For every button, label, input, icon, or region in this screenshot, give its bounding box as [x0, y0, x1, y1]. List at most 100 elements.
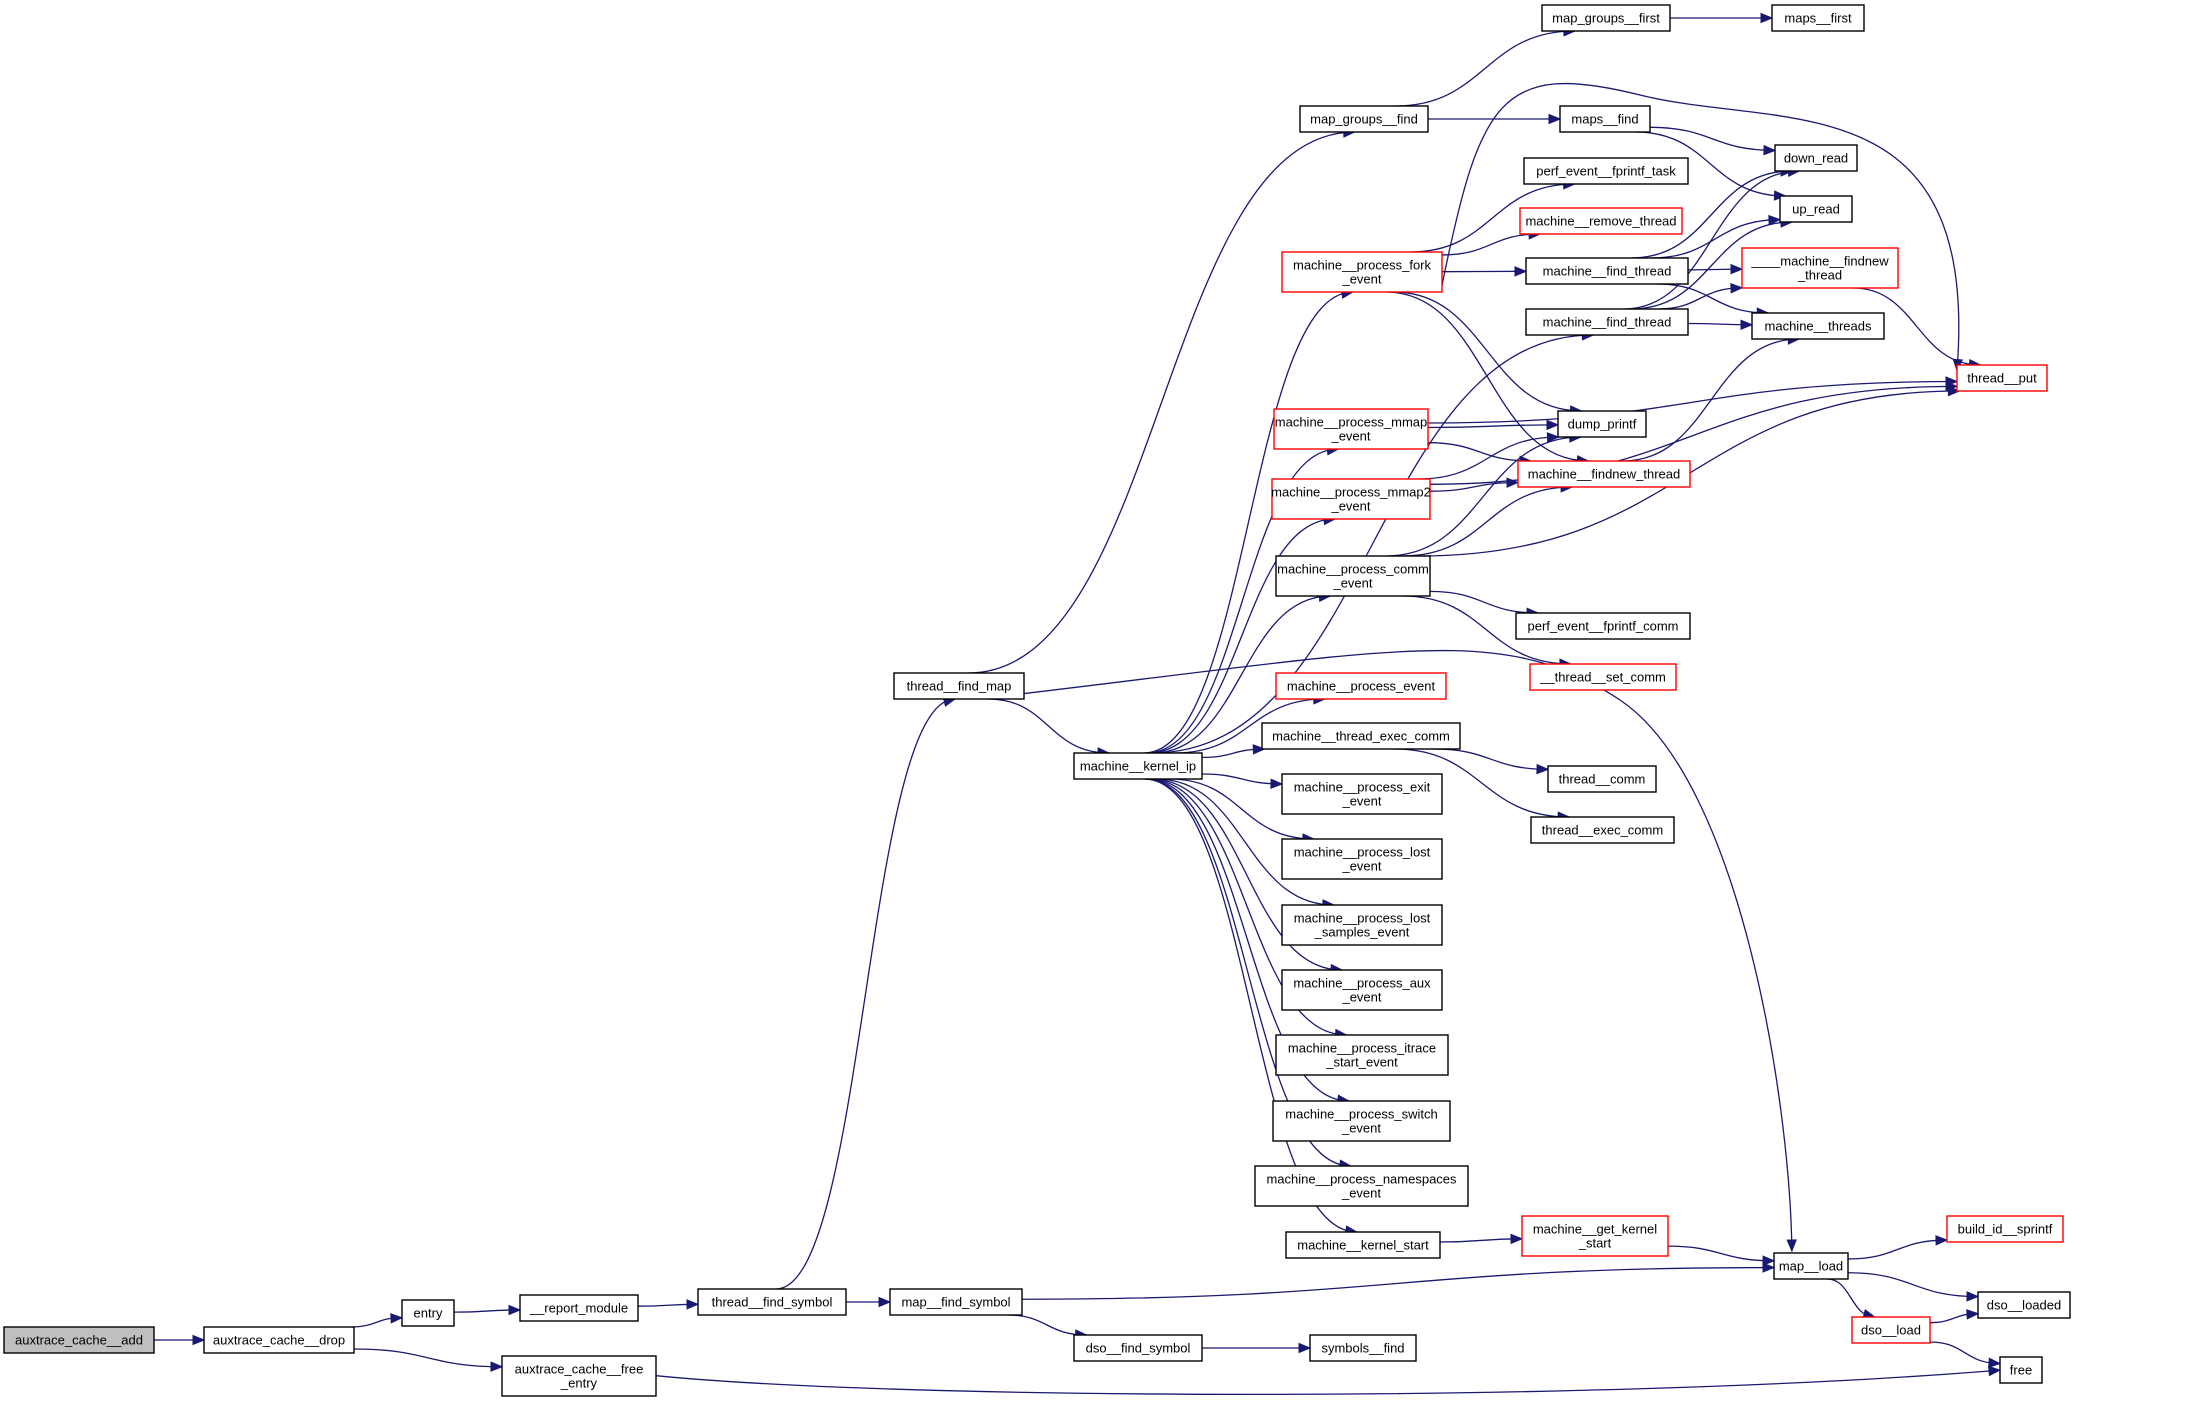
node-box — [401, 1299, 455, 1327]
node-label: machine__process_lost — [1294, 911, 1431, 926]
node-label: dso__load — [1861, 1323, 1921, 1338]
node-perf-event-fprintf-comm[interactable]: perf_event__fprintf_comm — [1515, 612, 1691, 640]
arrowhead-icon — [490, 1361, 504, 1372]
node-maps-first[interactable]: maps__first — [1771, 4, 1865, 32]
node-box — [203, 1326, 355, 1354]
edge-thread-find-map-to-machine-kernel-ip — [988, 698, 1109, 754]
node-machine-process-mmap2-event[interactable]: machine__process_mmap2_event — [1271, 478, 1431, 520]
node-thread-put[interactable]: thread__put — [1956, 364, 2048, 392]
node-machine-process-comm-event[interactable]: machine__process_comm_event — [1275, 555, 1431, 597]
node-thread-find-symbol[interactable]: thread__find_symbol — [697, 1288, 847, 1316]
edge-machine-process-comm-event-to-dump-printf — [1385, 436, 1581, 557]
node-machine-process-exit-event[interactable]: machine__process_exit_event — [1281, 773, 1443, 815]
node-machine-process-mmap-event[interactable]: machine__process_mmap_event — [1273, 408, 1429, 450]
node-label: thread__exec_comm — [1542, 823, 1663, 838]
node-machine-findnew-thread[interactable]: ____machine__findnew_thread — [1741, 247, 1899, 289]
node-auxtrace-cache-add[interactable]: auxtrace_cache__add — [3, 1326, 155, 1354]
node-label: map__load — [1779, 1259, 1843, 1274]
node-box — [501, 1355, 657, 1397]
node-box — [889, 1288, 1023, 1316]
node-machine-process-lost-samples-event[interactable]: machine__process_lost_samples_event — [1281, 904, 1443, 946]
node-entry[interactable]: entry — [401, 1299, 455, 1327]
node-maps-find[interactable]: maps__find — [1559, 105, 1651, 133]
node-label: machine__kernel_ip — [1080, 759, 1196, 774]
node-thread-exec-comm[interactable]: thread__exec_comm — [1530, 816, 1675, 844]
node-machine-process-itrace-start-event[interactable]: machine__process_itrace_start_event — [1275, 1034, 1449, 1076]
node-box — [1275, 672, 1447, 700]
arrowhead-icon — [1740, 319, 1754, 330]
edge-machine-find-thread-2-to-up-read — [1631, 221, 1792, 310]
node-thread-set-comm[interactable]: __thread__set_comm — [1529, 663, 1677, 691]
node-box — [1517, 460, 1691, 488]
node-machine-process-switch-event[interactable]: machine__process_switch_event — [1272, 1100, 1451, 1142]
edge-machine-kernel-ip-to-machine-process-exit-event — [1201, 773, 1283, 785]
node-auxtrace-cache-free-entry[interactable]: auxtrace_cache__free_entry — [501, 1355, 657, 1397]
node-box — [1541, 4, 1671, 32]
node-dso-find-symbol[interactable]: dso__find_symbol — [1073, 1334, 1203, 1362]
node-machine-remove-thread[interactable]: machine__remove_thread — [1519, 207, 1683, 235]
node-map-find-symbol[interactable]: map__find_symbol — [889, 1288, 1023, 1316]
arrowhead-icon — [1546, 432, 1560, 443]
node-label: _start — [1578, 1236, 1612, 1251]
edge-map-load-to-build-id-sprintf — [1847, 1239, 1948, 1260]
node-machine-process-aux-event[interactable]: machine__process_aux_event — [1281, 969, 1443, 1011]
edge-machine-kernel-ip-to-machine-process-namespaces-event — [1144, 778, 1351, 1167]
node-box — [1073, 1334, 1203, 1362]
edge-machine-process-fork-event-to-machine-findnew-thread — [1385, 291, 1589, 462]
node-machine-find-thread-1[interactable]: machine__find_thread — [1525, 257, 1689, 285]
node-label: up_read — [1792, 202, 1840, 217]
node-box — [1999, 1356, 2043, 1384]
edge-machine-findnew-thread-to-machine-threads — [1622, 338, 1800, 462]
node-dso-load[interactable]: dso__load — [1851, 1316, 1931, 1344]
node-down-read[interactable]: down_read — [1774, 144, 1858, 172]
edges-layer — [154, 12, 2002, 1396]
node-free[interactable]: free — [1999, 1356, 2043, 1384]
arrowhead-icon — [1760, 12, 1774, 24]
edge-machine-kernel-ip-to-machine-process-comm-event — [1152, 595, 1331, 754]
node-box — [697, 1288, 847, 1316]
node-machine-process-fork-event[interactable]: machine__process_fork_event — [1281, 251, 1443, 293]
node-map-groups-find[interactable]: map_groups__find — [1299, 105, 1429, 133]
arrowhead-icon — [1988, 1365, 2002, 1377]
node-dso-loaded[interactable]: dso__loaded — [1977, 1291, 2071, 1319]
node-thread-comm[interactable]: thread__comm — [1547, 765, 1657, 793]
node-auxtrace-cache-drop[interactable]: auxtrace_cache__drop — [203, 1326, 355, 1354]
edge-machine-find-thread-1-to-machine-threads — [1656, 283, 1769, 314]
arrowhead-icon — [1730, 263, 1744, 275]
edge-machine-process-mmap-event-to-dump-printf — [1427, 424, 1559, 429]
node-machine-kernel-start[interactable]: machine__kernel_start — [1285, 1231, 1441, 1259]
node-label: _event — [1341, 1186, 1381, 1201]
node-machine-process-namespaces-event[interactable]: machine__process_namespaces_event — [1254, 1165, 1469, 1207]
node-machine-process-event[interactable]: machine__process_event — [1275, 672, 1447, 700]
node-map-load[interactable]: map__load — [1773, 1252, 1849, 1280]
node-machine-get-kernel-start[interactable]: machine__get_kernel_start — [1521, 1215, 1669, 1257]
node-label: machine__process_event — [1287, 679, 1436, 694]
node-box — [1261, 722, 1461, 750]
arrowhead-icon — [1270, 778, 1284, 789]
node-up-read[interactable]: up_read — [1779, 195, 1853, 223]
node-symbols-find[interactable]: symbols__find — [1309, 1334, 1417, 1362]
node-machine-threads[interactable]: machine__threads — [1751, 312, 1885, 340]
node-label: _event — [1341, 859, 1381, 874]
node-machine-process-lost-event[interactable]: machine__process_lost_event — [1281, 838, 1443, 880]
node-label: build_id__sprintf — [1958, 1222, 2053, 1237]
arrowhead-icon — [1514, 266, 1528, 277]
node-build-id-sprintf[interactable]: build_id__sprintf — [1946, 1215, 2064, 1243]
node-box — [1557, 410, 1647, 438]
node-machine-thread-exec-comm[interactable]: machine__thread_exec_comm — [1261, 722, 1461, 750]
node-report-module[interactable]: __report_module — [519, 1294, 639, 1322]
node-map-groups-first[interactable]: map_groups__first — [1541, 4, 1671, 32]
edge-machine-find-thread-2-to-machine-findnew-thread — [1658, 287, 1743, 310]
node-machine-find-thread-2[interactable]: machine__find_thread — [1525, 308, 1689, 336]
edge-machine-get-kernel-start-to-map-load — [1667, 1245, 1775, 1262]
node-thread-find-map[interactable]: thread__find_map — [893, 672, 1025, 700]
node-perf-event-fprintf-task[interactable]: perf_event__fprintf_task — [1523, 157, 1689, 185]
node-label: thread__find_map — [907, 679, 1012, 694]
node-label: auxtrace_cache__drop — [213, 1333, 345, 1348]
node-dump-printf[interactable]: dump_printf — [1557, 410, 1647, 438]
node-machine-findnew-thread[interactable]: machine__findnew_thread — [1517, 460, 1691, 488]
node-box — [1771, 4, 1865, 32]
edge-machine-process-comm-event-to-thread-set-comm — [1402, 595, 1571, 665]
edge-machine-process-fork-event-to-thread-put — [1441, 82, 1960, 371]
node-machine-kernel-ip[interactable]: machine__kernel_ip — [1073, 752, 1203, 780]
